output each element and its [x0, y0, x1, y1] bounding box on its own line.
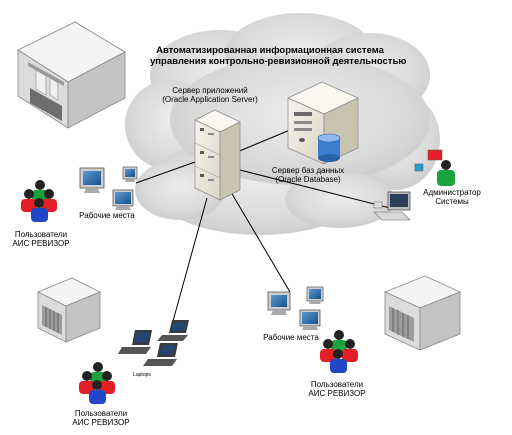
connection-lines — [135, 129, 391, 333]
users-left-label: Пользователи АИС РЕВИЗОР — [9, 230, 73, 248]
app-server-name: Сервер приложений — [172, 86, 248, 95]
db-server-name: Сервер баз данных — [271, 166, 345, 175]
desktop-computer-icon — [306, 286, 324, 304]
desktop-computer-icon — [373, 191, 411, 221]
administrator-icon — [414, 149, 455, 186]
workstations-left-label: Рабочие места — [79, 211, 135, 220]
laptop-icon — [157, 320, 189, 341]
laptop-icon — [118, 330, 152, 354]
desktop-computer-icon — [267, 291, 291, 315]
admin-label: Администратор Системы — [418, 188, 486, 206]
laptop-icon — [143, 343, 178, 366]
user-group-icon — [320, 330, 358, 373]
users-left-line-1: Пользователи — [14, 230, 68, 239]
desktop-computer-icon — [112, 189, 134, 210]
server-rack-icon — [37, 277, 101, 343]
app-server-product: (Oracle Application Server) — [162, 95, 258, 105]
database-server-icon — [287, 81, 359, 165]
db-server-product: (Oracle Database) — [275, 175, 341, 185]
users-bottom-left-line-2: АИС РЕВИЗОР — [72, 418, 130, 428]
desktop-computer-icon — [122, 166, 138, 182]
db-server-label: Сервер баз данных (Oracle Database) — [258, 166, 358, 184]
admin-line-2: Системы — [435, 197, 469, 207]
user-group-icon — [21, 180, 57, 222]
workstations-center-label: Рабочие места — [263, 333, 319, 342]
title-line-1: Автоматизированная информационная систем… — [156, 45, 384, 56]
desktop-computer-icon — [299, 309, 321, 330]
users-right-line-2: АИС РЕВИЗОР — [308, 389, 366, 399]
laptops-label: Laptops — [133, 372, 151, 378]
server-rack-icon — [194, 109, 241, 201]
users-bottom-left-label: Пользователи АИС РЕВИЗОР — [66, 409, 136, 427]
users-right-line-1: Пользователи — [310, 380, 364, 389]
users-bottom-left-line-1: Пользователи — [74, 409, 128, 418]
app-server-label: Сервер приложений (Oracle Application Se… — [150, 86, 270, 104]
server-rack-icon — [383, 275, 462, 351]
building-icon — [17, 21, 126, 129]
diagram-title: Автоматизированная информационная систем… — [150, 45, 407, 68]
desktop-computer-icon — [79, 167, 105, 193]
user-group-icon — [79, 362, 115, 404]
users-left-line-2: АИС РЕВИЗОР — [12, 239, 70, 249]
users-right-label: Пользователи АИС РЕВИЗОР — [302, 380, 372, 398]
admin-line-1: Администратор — [423, 188, 481, 197]
title-line-2: управления контрольно-ревизионной деятел… — [150, 55, 407, 67]
